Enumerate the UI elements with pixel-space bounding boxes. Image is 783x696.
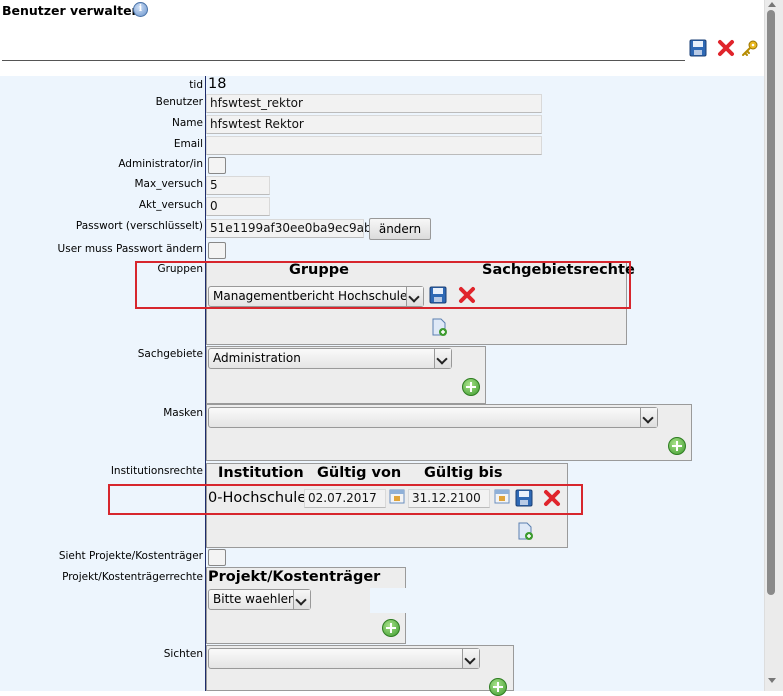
sichten-select[interactable] <box>208 648 480 669</box>
muss-aendern-checkbox[interactable] <box>208 242 226 259</box>
delete-icon[interactable] <box>543 489 561 507</box>
new-document-icon[interactable] <box>516 522 534 540</box>
page-title: Benutzer verwalten. <box>2 3 146 18</box>
email-label: Email <box>173 138 203 150</box>
gruppen-highlight <box>135 261 631 309</box>
save-icon[interactable] <box>689 39 707 57</box>
muss-aendern-label: User muss Passwort ändern <box>57 243 203 255</box>
sachgebiete-label: Sachgebiete <box>137 348 203 360</box>
admin-label: Administrator/in <box>118 158 203 170</box>
scroll-down-icon[interactable] <box>768 678 776 683</box>
add-icon[interactable] <box>462 378 480 396</box>
delete-icon[interactable] <box>458 286 476 304</box>
info-icon[interactable]: i <box>133 2 148 17</box>
change-password-button[interactable]: ändern <box>369 218 431 240</box>
gueltig-bis-column-header: Gültig bis <box>424 465 503 481</box>
chevron-down-icon <box>434 349 451 368</box>
gueltig-bis-input[interactable]: 31.12.2100 <box>408 489 490 508</box>
projekt-select[interactable]: Bitte waehlen <box>208 589 311 610</box>
sachgebiete-select-value: Administration <box>213 351 301 365</box>
add-icon[interactable] <box>668 437 686 455</box>
save-icon[interactable] <box>515 489 533 507</box>
gueltig-von-column-header: Gültig von <box>317 465 402 481</box>
scrollbar-thumb[interactable] <box>767 10 775 595</box>
projekt-select-value: Bitte waehlen <box>213 592 296 606</box>
chevron-down-icon <box>293 590 310 609</box>
key-icon[interactable] <box>741 39 759 57</box>
akt-versuch-label: Akt_versuch <box>138 199 203 211</box>
institutionsrechte-label: Institutionsrechte <box>110 465 203 477</box>
sachgebiete-select[interactable]: Administration <box>208 348 452 369</box>
passwort-label: Passwort (verschlüsselt) <box>75 220 203 232</box>
chevron-down-icon <box>406 287 423 306</box>
sachgebietsrechte-column-header: Sachgebietsrechte <box>482 262 635 278</box>
add-icon[interactable] <box>489 678 507 696</box>
title-divider <box>2 60 685 61</box>
calendar-icon[interactable] <box>494 488 510 504</box>
sieht-projekte-label: Sieht Projekte/Kostenträger <box>58 550 203 562</box>
tid-value: 18 <box>208 76 227 92</box>
institutionsrechte-highlight <box>108 484 583 515</box>
institution-column-header: Institution <box>218 465 304 481</box>
delete-icon[interactable] <box>717 39 735 57</box>
akt-versuch-input[interactable]: 0 <box>206 197 270 216</box>
gruppe-select[interactable]: Managementbericht Hochschule <box>208 286 424 307</box>
sichten-label: Sichten <box>163 648 203 660</box>
save-icon[interactable] <box>429 286 447 304</box>
calendar-icon[interactable] <box>389 488 405 504</box>
benutzer-input[interactable]: hfswtest_rektor <box>206 94 542 113</box>
chevron-down-icon <box>462 649 479 668</box>
passwort-input[interactable]: 51e1199af30ee0ba9ec9ab <box>206 219 372 238</box>
sieht-projekte-checkbox[interactable] <box>208 549 226 566</box>
masken-label: Masken <box>163 407 203 419</box>
gueltig-von-input[interactable]: 02.07.2017 <box>304 489 386 508</box>
panel-gap <box>370 588 406 613</box>
benutzer-label: Benutzer <box>155 96 203 108</box>
masken-select[interactable] <box>208 407 658 428</box>
gruppe-column-header: Gruppe <box>289 262 349 278</box>
name-input[interactable]: hfswtest Rektor <box>206 115 542 134</box>
name-label: Name <box>172 117 203 129</box>
tid-label: tid <box>189 79 203 91</box>
max-versuch-input[interactable]: 5 <box>206 176 270 195</box>
chevron-down-icon <box>640 408 657 427</box>
label-divider <box>205 76 206 691</box>
institutionsrechte-panel <box>206 463 568 548</box>
institution-value: 0-Hochschule <box>208 490 307 506</box>
max-versuch-label: Max_versuch <box>134 178 203 190</box>
scroll-up-icon[interactable] <box>768 2 776 7</box>
projektrechte-label: Projekt/Kostenträgerrechte <box>62 571 203 583</box>
add-icon[interactable] <box>382 619 400 637</box>
gruppe-select-value: Managementbericht Hochschule <box>213 289 408 303</box>
gruppen-label: Gruppen <box>157 263 203 275</box>
new-document-icon[interactable] <box>430 318 448 336</box>
projekt-column-header: Projekt/Kostenträger <box>208 569 381 585</box>
email-input[interactable] <box>206 136 542 155</box>
admin-checkbox[interactable] <box>208 157 226 174</box>
